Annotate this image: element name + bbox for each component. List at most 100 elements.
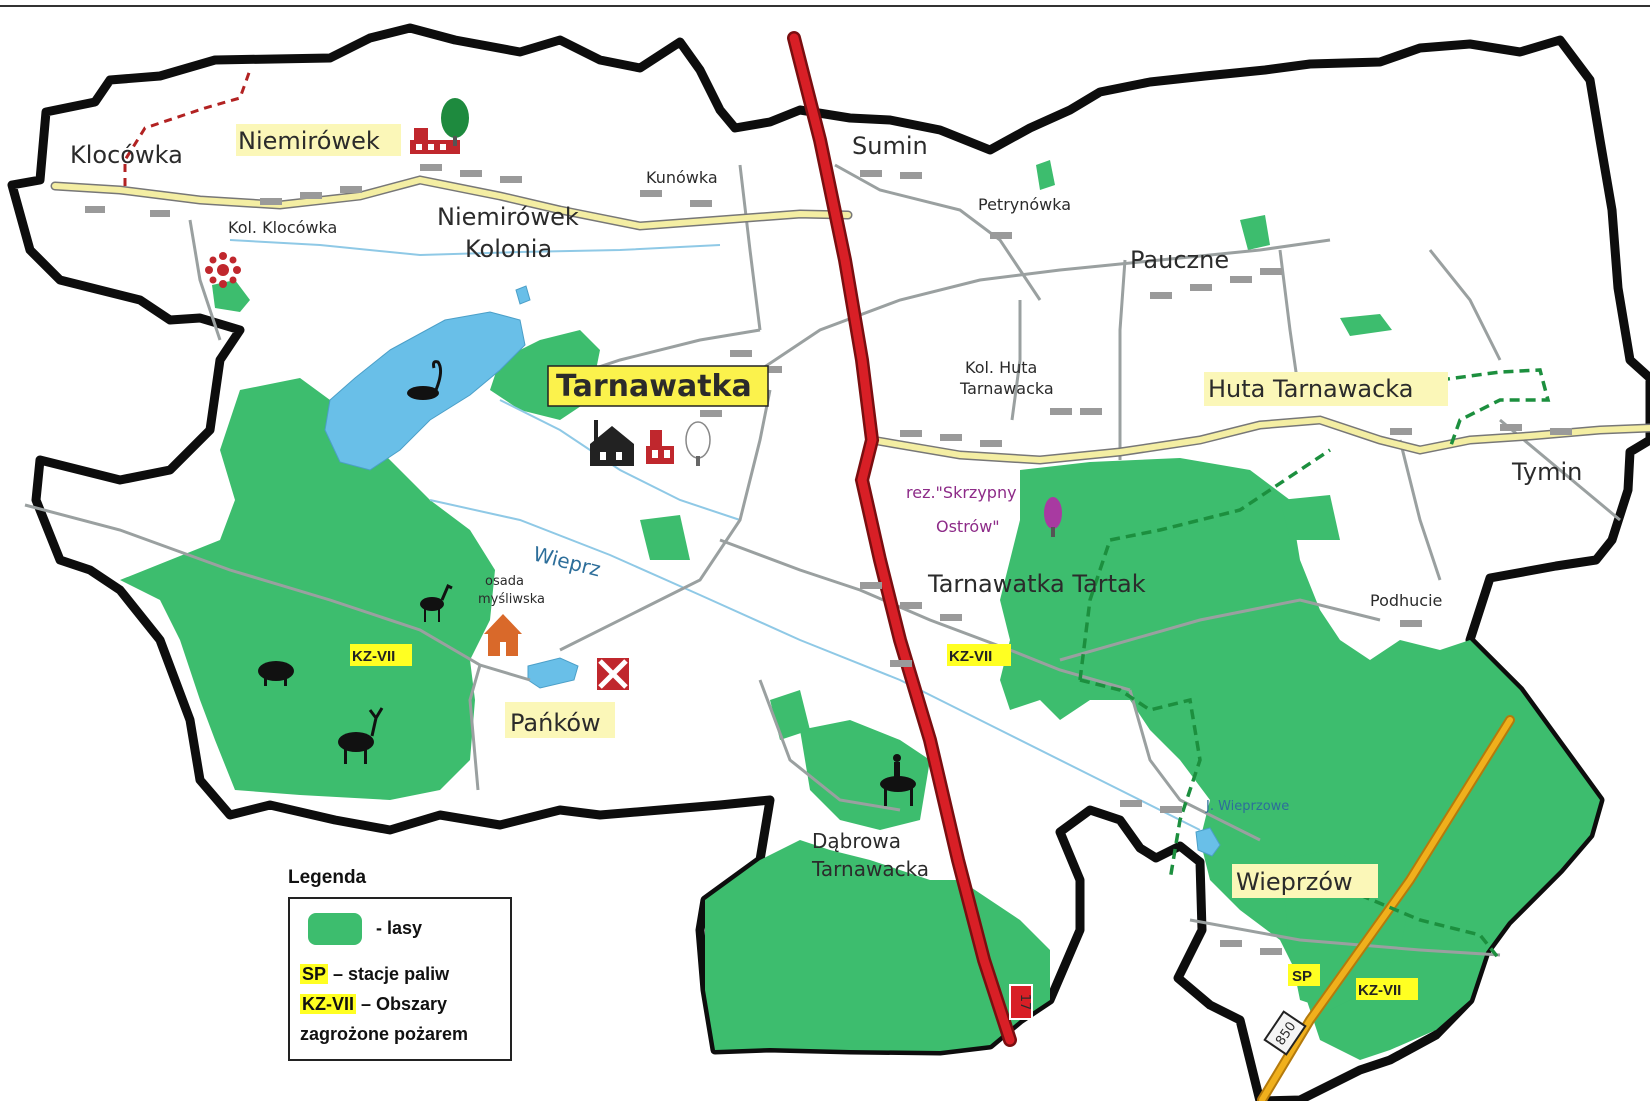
label-reserve-1: rez."Skrzypny bbox=[906, 483, 1017, 502]
road-kol-huta bbox=[1010, 300, 1022, 421]
trail-klocowka bbox=[123, 69, 252, 186]
bldg bbox=[1230, 276, 1252, 283]
forest-west bbox=[120, 378, 495, 800]
label-podhucie: Podhucie bbox=[1370, 591, 1442, 610]
kz-marker-east-bg bbox=[1356, 978, 1418, 1000]
bldg bbox=[1190, 284, 1212, 291]
forest-center-b bbox=[770, 690, 810, 740]
trail-green bbox=[1079, 678, 1202, 881]
bldg bbox=[1400, 620, 1422, 627]
forest-podhucie bbox=[1280, 495, 1340, 540]
swan-icon bbox=[407, 360, 443, 400]
road-podhucie bbox=[1059, 598, 1381, 662]
bldg bbox=[940, 434, 962, 441]
legend-sp-text: – stacje paliw bbox=[328, 964, 450, 985]
legend-sp-row: SP – stacje paliw bbox=[300, 959, 500, 989]
road-huta-tymin-fill bbox=[869, 416, 1650, 464]
secondary-roads bbox=[50, 175, 1650, 465]
bldg bbox=[640, 190, 662, 197]
legend-box: - lasy SP – stacje paliw KZ-VII – Obszar… bbox=[288, 897, 512, 1062]
bldg bbox=[860, 170, 882, 177]
road-17-number: 17 bbox=[1017, 994, 1032, 1011]
kz-marker-center: KZ-VII bbox=[949, 648, 992, 665]
road-sumin bbox=[834, 163, 1042, 301]
road-17-shield: 17 bbox=[1009, 984, 1033, 1020]
bldg bbox=[340, 186, 362, 193]
label-kol-klocowka: Kol. Klocówka bbox=[228, 218, 337, 237]
road-wieprzowe bbox=[1128, 689, 1261, 842]
bldg bbox=[860, 582, 882, 589]
stag-icon bbox=[338, 707, 384, 764]
trail-green-east bbox=[1439, 368, 1551, 449]
bldg bbox=[1220, 940, 1242, 947]
kz-marker-west: KZ-VII bbox=[352, 648, 395, 665]
road-petrynowka bbox=[759, 238, 1331, 372]
legend-kz-text: – Obszary zagrożone pożarem bbox=[300, 994, 469, 1045]
bldg bbox=[420, 164, 442, 171]
label-dabrowa-1: Dąbrowa bbox=[812, 829, 901, 853]
hunting-lodge-icon bbox=[484, 614, 522, 656]
label-klocowka: Klocówka bbox=[70, 141, 183, 169]
label-osada-1: osada bbox=[485, 574, 524, 589]
forest-klocowka bbox=[212, 280, 250, 312]
label-pankow: Pańków bbox=[510, 709, 601, 737]
road-pankow-south bbox=[468, 664, 482, 791]
bldg bbox=[1150, 292, 1172, 299]
road-huta-east bbox=[1428, 249, 1502, 361]
bldg bbox=[890, 660, 912, 667]
legend-forest-row: - lasy bbox=[300, 913, 500, 946]
road-klocowka-south bbox=[188, 219, 222, 341]
road-niemirowek-fill bbox=[52, 176, 851, 230]
road-kunowka bbox=[738, 164, 762, 331]
bldg bbox=[940, 614, 962, 621]
legend-title: Legenda bbox=[288, 867, 367, 888]
kz-marker-east: KZ-VII bbox=[1358, 982, 1401, 999]
forest-sumin bbox=[1036, 160, 1055, 190]
bldg bbox=[1500, 424, 1522, 431]
legend-kz-row: KZ-VII – Obszary zagrożone pożarem bbox=[300, 989, 500, 1049]
forest-pauczne-a bbox=[1240, 215, 1270, 250]
bldg bbox=[730, 350, 752, 357]
bldg bbox=[1260, 948, 1282, 955]
label-wieprzowe: J. Wieprzowe bbox=[1205, 799, 1289, 814]
road-pankow-tarnawatka bbox=[559, 389, 772, 652]
bldg bbox=[690, 200, 712, 207]
manor-icon-tarnawatka bbox=[646, 430, 674, 464]
legend-kz-code: KZ-VII bbox=[300, 994, 356, 1015]
label-niemirowek-kolonia-2: Kolonia bbox=[465, 235, 552, 263]
road-tymin-south bbox=[1398, 439, 1442, 581]
label-bg-niemirowek bbox=[236, 124, 401, 156]
bldg bbox=[900, 430, 922, 437]
road-tartak bbox=[719, 538, 1131, 692]
sp-marker-bg bbox=[1288, 964, 1320, 986]
label-niemirowek-kolonia-1: Niemirówek bbox=[437, 203, 579, 231]
label-pauczne: Pauczne bbox=[1130, 246, 1229, 274]
bldg bbox=[900, 602, 922, 609]
forest-skrzypny bbox=[1000, 458, 1600, 1060]
road-850-fill bbox=[1259, 717, 1513, 1101]
tree-icon-tarnawatka bbox=[685, 421, 711, 466]
legend-sp-code: SP bbox=[300, 964, 329, 985]
stream-lake bbox=[499, 399, 741, 521]
bldg bbox=[300, 192, 322, 199]
bldg bbox=[990, 232, 1012, 239]
bldg bbox=[150, 210, 170, 217]
forest-dabrowa-north bbox=[800, 720, 930, 830]
label-bg-tarnawatka bbox=[547, 365, 769, 407]
boar-icon bbox=[258, 661, 294, 686]
bldg bbox=[260, 198, 282, 205]
horse-rider-icon bbox=[880, 754, 916, 806]
label-wieprzow: Wieprzów bbox=[1236, 868, 1353, 896]
bldg bbox=[1050, 408, 1072, 415]
bldg bbox=[1390, 428, 1412, 435]
label-tymin: Tymin bbox=[1511, 458, 1582, 486]
legend-forest-text: - lasy bbox=[376, 918, 423, 938]
buildings bbox=[85, 164, 1572, 955]
label-tarnawatka-tartak: Tarnawatka Tartak bbox=[927, 570, 1146, 598]
road-17-fill bbox=[789, 33, 1015, 1045]
pond-north bbox=[515, 285, 531, 305]
forest-swatch bbox=[308, 913, 362, 946]
bldg bbox=[1080, 408, 1102, 415]
label-reserve-2: Ostrów" bbox=[936, 517, 1000, 536]
